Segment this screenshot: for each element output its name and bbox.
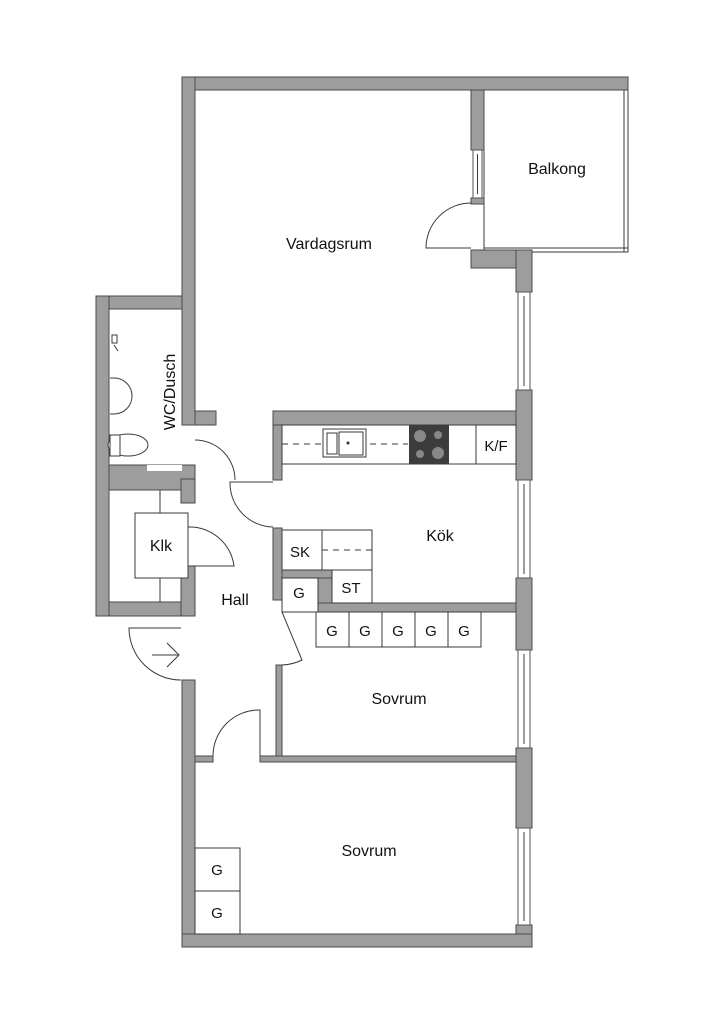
wardrobe-label: G xyxy=(293,585,305,602)
room-label-bedroom-1: Sovrum xyxy=(371,691,426,708)
stove-icon xyxy=(409,425,449,464)
entrance-door xyxy=(128,627,182,681)
bathroom-fixtures xyxy=(107,334,149,457)
storage-label: ST xyxy=(341,580,360,597)
room-label-hall: Hall xyxy=(221,592,249,609)
windows xyxy=(472,149,531,926)
bedroom1-door xyxy=(281,611,303,666)
bedroom2-door xyxy=(212,709,261,757)
walls xyxy=(95,76,629,948)
room-label-bedroom-2: Sovrum xyxy=(341,843,396,860)
sink-icon xyxy=(110,377,133,415)
balcony-door xyxy=(425,202,472,249)
kitchen-storage xyxy=(281,529,373,613)
wardrobe-label: G xyxy=(211,905,223,922)
closet-door xyxy=(187,526,235,567)
bedroom1-wardrobes xyxy=(315,611,482,648)
room-label-living-room: Vardagsrum xyxy=(286,236,372,253)
balcony-outline xyxy=(483,89,629,253)
wardrobe-label: G xyxy=(359,623,371,640)
wardrobe-label: G xyxy=(211,862,223,879)
kitchen-door xyxy=(229,481,274,528)
bathroom-door xyxy=(194,439,236,481)
sink-icon xyxy=(322,428,367,458)
room-label-closet: Klk xyxy=(150,538,173,555)
bedroom2-wardrobes xyxy=(194,847,241,935)
room-label-bathroom: WC/Dusch xyxy=(162,354,179,430)
entrance-arrow-icon xyxy=(152,642,180,668)
broom-closet-label: SK xyxy=(290,544,310,561)
closet-shelves xyxy=(134,490,189,602)
room-label-kitchen: Kök xyxy=(426,528,455,545)
wardrobe-label: G xyxy=(458,623,470,640)
shower-icon xyxy=(111,334,119,352)
kitchen-counter xyxy=(281,424,517,465)
room-label-balcony: Balkong xyxy=(528,161,586,178)
wardrobe-label: G xyxy=(392,623,404,640)
doors xyxy=(128,202,472,757)
wardrobe-label: G xyxy=(326,623,338,640)
fridge-freezer-label: K/F xyxy=(484,438,507,455)
wardrobe-label: G xyxy=(425,623,437,640)
